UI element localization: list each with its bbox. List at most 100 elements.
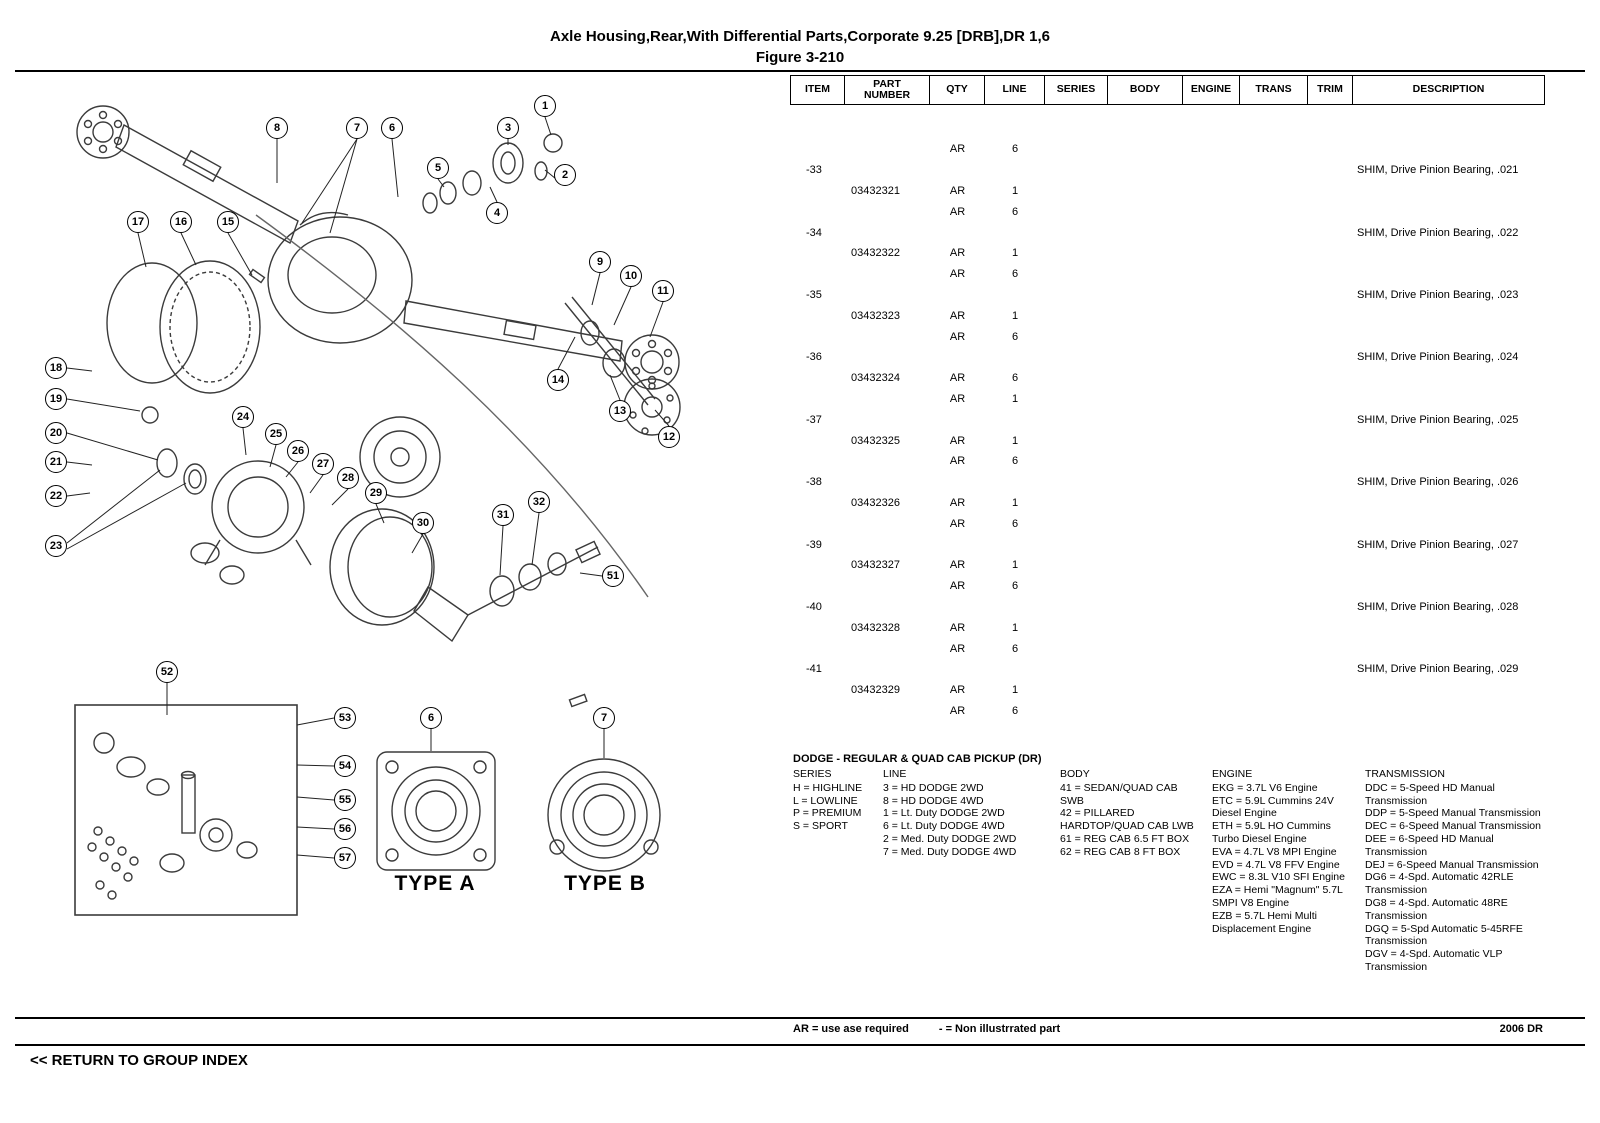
cell-line: 1 [1011,247,1019,260]
callout-6: 6 [381,117,403,139]
column-header-series: SERIES [1044,75,1108,105]
legend-item: ETC = 5.9L Cummins 24V Diesel Engine [1212,794,1334,820]
column-header-description: DESCRIPTION [1352,75,1545,105]
legend-item: DEC = 6-Speed Manual Transmission [1365,820,1541,833]
callout-55: 55 [334,789,356,811]
callout-2: 2 [554,164,576,186]
table-row: 03432326 AR 1 [790,493,1545,514]
legend-item: 6 = Lt. Duty DODGE 4WD [883,820,1005,833]
callout-4: 4 [486,202,508,224]
legend-item: ETH = 5.9L HO Cummins Turbo Diesel Engin… [1212,820,1331,845]
legend-item: DGV = 4-Spd. Automatic VLP Transmission [1365,948,1503,973]
cell-description: SHIM, Drive Pinion Bearing, .027 [1357,538,1519,551]
callout-15: 15 [217,211,239,233]
cell-part: 03432326 [851,496,900,509]
table-row: AR 6 [790,264,1545,285]
callout-25: 25 [265,423,287,445]
callout-57: 57 [334,847,356,869]
table-row: -33 SHIM, Drive Pinion Bearing, .021 [790,160,1545,181]
callout-5: 5 [427,157,449,179]
legend-title: DODGE - REGULAR & QUAD CAB PICKUP (DR) [793,753,1042,765]
column-header-body: BODY [1107,75,1183,105]
cell-qty: AR [949,184,966,197]
legend-item: 3 = HD DODGE 2WD [883,781,984,794]
callout-19: 19 [45,388,67,410]
cell-line: 6 [1011,330,1019,343]
legend-item: 1 = Lt. Duty DODGE 2WD [883,807,1005,820]
cell-qty: AR [949,268,966,281]
legend-item: EVD = 4.7L V8 FFV Engine [1212,858,1340,871]
cell-item: -40 [806,600,822,613]
cell-part: 03432325 [851,434,900,447]
cell-qty: AR [949,704,966,717]
year-code: 2006 DR [1499,1023,1543,1035]
legend-heading: TRANSMISSION [1365,768,1445,780]
legend-item: S = SPORT [793,820,848,833]
legend-item: 42 = PILLARED HARDTOP/QUAD CAB LWB [1060,807,1194,833]
cell-line: 1 [1011,621,1019,634]
footer-divider-bottom [15,1044,1585,1046]
callout-20: 20 [45,422,67,444]
legend-item: DG8 = 4-Spd. Automatic 48RE Transmission [1365,896,1508,922]
cell-qty: AR [949,621,966,634]
cell-qty: AR [949,205,966,218]
note-dash: - = Non illustrrated part [938,1023,1061,1035]
cell-qty: AR [949,496,966,509]
type-b-label: TYPE B [564,872,646,895]
cell-line: 1 [1011,496,1019,509]
legend-heading: LINE [883,768,907,780]
cell-description: SHIM, Drive Pinion Bearing, .022 [1357,226,1519,239]
callout-32: 32 [528,491,550,513]
cell-description: SHIM, Drive Pinion Bearing, .021 [1357,164,1519,177]
cell-line: 6 [1011,268,1019,281]
cell-part: 03432329 [851,684,900,697]
callout-16: 16 [170,211,192,233]
callout-23: 23 [45,535,67,557]
legend-item: 7 = Med. Duty DODGE 4WD [883,845,1017,858]
diagram-art [66,105,681,916]
cell-part: 03432328 [851,621,900,634]
cell-part: 03432322 [851,247,900,260]
callout-3: 3 [497,117,519,139]
callout-31: 31 [492,504,514,526]
cell-qty: AR [949,642,966,655]
return-to-group-index-link[interactable]: << RETURN TO GROUP INDEX [30,1052,248,1069]
cell-description: SHIM, Drive Pinion Bearing, .028 [1357,600,1519,613]
callout-54: 54 [334,755,356,777]
cell-line: 1 [1011,184,1019,197]
legend-item: DEJ = 6-Speed Manual Transmission [1365,858,1539,871]
cell-qty: AR [949,559,966,572]
column-header-line: LINE [984,75,1045,105]
legend-item: DDC = 5-Speed HD Manual Transmission [1365,781,1495,807]
cell-item: -33 [806,164,822,177]
legend-item: P = PREMIUM [793,807,862,820]
table-row: 03432321 AR 1 [790,181,1545,202]
cell-item: -37 [806,413,822,426]
callout-29: 29 [365,482,387,504]
callout-22: 22 [45,485,67,507]
cell-part: 03432327 [851,559,900,572]
cell-part: 03432321 [851,184,900,197]
legend-item: DDP = 5-Speed Manual Transmission [1365,807,1541,820]
cell-description: SHIM, Drive Pinion Bearing, .025 [1357,413,1519,426]
cell-qty: AR [949,392,966,405]
callout-13: 13 [609,400,631,422]
cell-line: 1 [1011,434,1019,447]
legend-heading: BODY [1060,768,1090,780]
